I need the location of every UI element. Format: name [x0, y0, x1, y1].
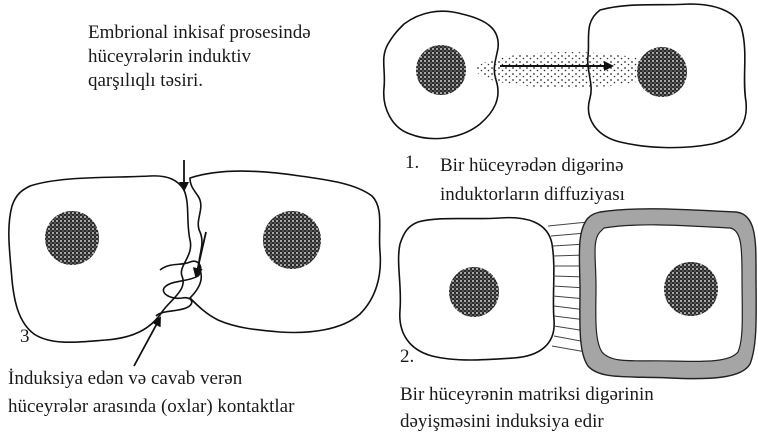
- panel-1-left-nucleus: [416, 45, 466, 95]
- panel-3-left-cell: [9, 176, 191, 342]
- panel-3-arrow-bottom: [134, 318, 160, 366]
- panel-3-right-nucleus: [263, 211, 321, 269]
- panel-3-left-nucleus: [45, 211, 99, 265]
- panel-1-right-nucleus: [637, 47, 687, 97]
- panel-2-right-nucleus: [664, 262, 718, 316]
- panel-3-contact-folds: [156, 261, 201, 316]
- panel-1-diffusion-cloud: [476, 52, 660, 88]
- panel-2-left-nucleus: [449, 267, 499, 317]
